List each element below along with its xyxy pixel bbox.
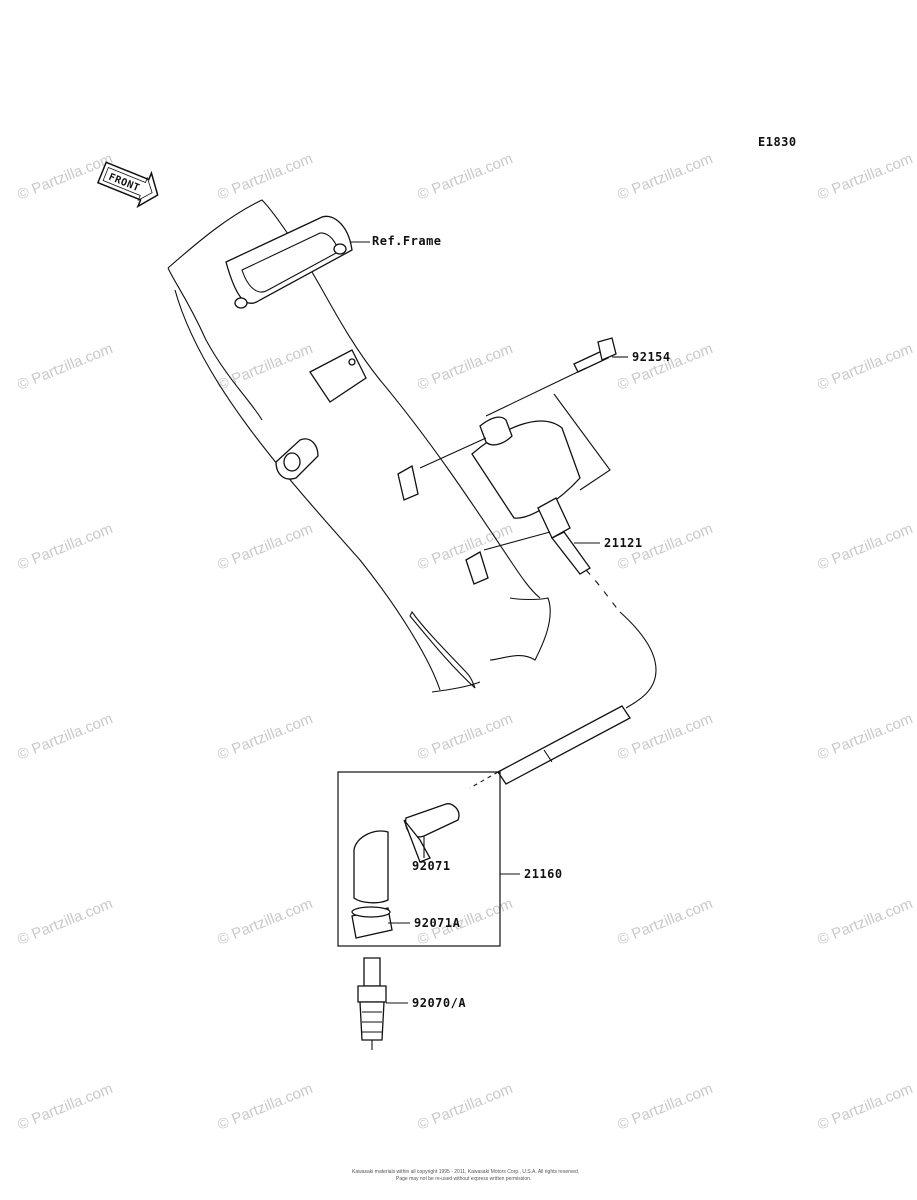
- watermark-text: © Partzilla.com: [615, 1080, 715, 1134]
- watermark-text: © Partzilla.com: [415, 0, 515, 4]
- watermark-text: © Partzilla.com: [215, 0, 315, 4]
- watermark-text: © Partzilla.com: [815, 895, 915, 949]
- watermark-text: © Partzilla.com: [415, 520, 515, 574]
- ht-lead: [469, 569, 657, 789]
- label-21160: 21160: [524, 867, 563, 881]
- watermark-text: © Partzilla.com: [15, 340, 115, 394]
- watermark-layer: © Partzilla.com © Partzilla.com © Partzill…: [15, 0, 915, 1134]
- watermark-text: © Partzilla.com: [815, 710, 915, 764]
- watermark-text: © Partzilla.com: [815, 0, 915, 4]
- watermark-text: © Partzilla.com: [615, 0, 715, 4]
- watermark-text: © Partzilla.com: [215, 710, 315, 764]
- watermark-text: © Partzilla.com: [815, 340, 915, 394]
- watermark-text: © Partzilla.com: [15, 895, 115, 949]
- watermark-text: © Partzilla.com: [615, 340, 715, 394]
- watermark-text: © Partzilla.com: [15, 710, 115, 764]
- frame-outline: [167, 199, 551, 693]
- watermark-text: © Partzilla.com: [15, 1080, 115, 1134]
- watermark-text: © Partzilla.com: [815, 1080, 915, 1134]
- spark-plug: [357, 957, 387, 1050]
- label-92070a: 92070/A: [412, 996, 466, 1010]
- label-21121: 21121: [604, 536, 643, 550]
- watermark-text: © Partzilla.com: [615, 895, 715, 949]
- watermark-text: © Partzilla.com: [415, 340, 515, 394]
- watermark-text: © Partzilla.com: [815, 150, 915, 204]
- label-92071: 92071: [412, 859, 451, 873]
- watermark-text: © Partzilla.com: [615, 150, 715, 204]
- leader-lines: [350, 241, 628, 1004]
- footer-copyright: Kawasaki materials within all copyright …: [352, 1169, 579, 1175]
- label-92071a: 92071A: [414, 916, 461, 930]
- front-arrow-icon: FRONT: [96, 161, 159, 209]
- watermark-text: © Partzilla.com: [215, 895, 315, 949]
- watermark-text: © Partzilla.com: [215, 1080, 315, 1134]
- watermark-text: © Partzilla.com: [415, 710, 515, 764]
- watermark-text: © Partzilla.com: [215, 150, 315, 204]
- watermark-text: © Partzilla.com: [15, 520, 115, 574]
- ignition-coil: [419, 337, 617, 575]
- watermark-text: © Partzilla.com: [415, 1080, 515, 1134]
- watermark-text: © Partzilla.com: [215, 520, 315, 574]
- watermark-text: © Partzilla.com: [215, 340, 315, 394]
- watermark-text: © Partzilla.com: [415, 150, 515, 204]
- watermark-text: © Partzilla.com: [815, 520, 915, 574]
- plug-cap-box: [337, 771, 501, 947]
- footer-notice: Page may not be re-used without express …: [396, 1176, 531, 1182]
- watermark-text: © Partzilla.com: [15, 0, 115, 4]
- label-92154: 92154: [632, 350, 671, 364]
- label-ref-frame: Ref.Frame: [372, 234, 442, 248]
- diagram-code: E1830: [758, 135, 797, 149]
